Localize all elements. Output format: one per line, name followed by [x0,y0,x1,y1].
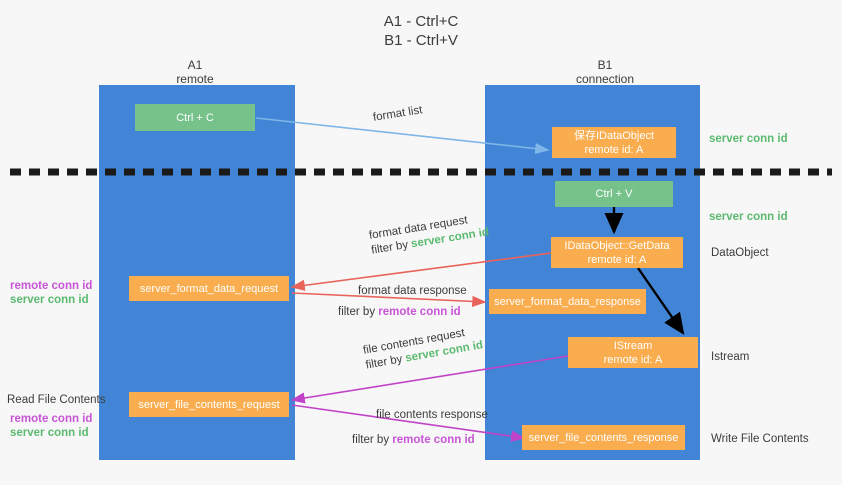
box-save-idataobject-line2: remote id: A [584,143,644,156]
box-server-file-contents-request-label: server_file_contents_request [138,398,280,411]
box-istream[interactable]: IStream remote id: A [568,337,698,368]
edge-label-file-contents-response-text: file contents response [376,409,488,421]
note-server-conn-id-1: server conn id [10,294,89,306]
edge-label-file-contents-request: file contents request filter by server c… [362,323,484,373]
column-a1-sub: remote [176,72,214,86]
column-b1-sub: connection [575,72,635,86]
box-server-format-data-response-label: server_format_data_response [494,295,641,308]
note-remote-conn-id-1: remote conn id [10,280,93,292]
box-ctrl-c[interactable]: Ctrl + C [135,104,255,131]
filter-prefix: filter by [338,306,379,318]
box-getdata-line2: remote id: A [587,253,647,266]
filter-value-remote-conn-id: remote conn id [378,306,461,318]
note-server-conn-id-2: server conn id [10,427,89,439]
column-a1-name: A1 [187,58,203,72]
title-line-1: A1 - Ctrl+C [383,13,459,30]
box-istream-line1: IStream [613,339,653,352]
box-ctrl-v-label: Ctrl + V [595,188,633,200]
page-title: A1 - Ctrl+C B1 - Ctrl+V [0,12,842,50]
box-server-file-contents-response-label: server_file_contents_response [528,431,679,444]
box-server-format-data-response[interactable]: server_format_data_response [489,289,646,314]
note-group-conn-id-2: remote conn id server conn id [10,412,92,440]
box-server-format-data-request-label: server_format_data_request [139,282,279,295]
edge-label-format-list: format list [372,103,424,126]
box-server-file-contents-request[interactable]: server_file_contents_request [129,392,289,417]
box-istream-line2: remote id: A [603,353,663,366]
box-save-idataobject[interactable]: 保存IDataObject remote id: A [552,127,676,158]
edge-label-format-data-response: format data response [358,284,467,299]
note-dataobject: DataObject [711,247,769,259]
box-server-file-contents-response[interactable]: server_file_contents_response [522,425,685,450]
box-ctrl-v[interactable]: Ctrl + V [555,181,673,207]
filter-value-remote-conn-id: remote conn id [392,434,475,446]
filter-prefix: filter by [352,434,393,446]
note-group-conn-id-1: remote conn id server conn id [10,279,92,307]
note-write-file-contents: Write File Contents [711,433,809,445]
note-istream: Istream [711,351,750,363]
edge-label-format-data-response-filter: filter by remote conn id [338,305,461,320]
title-line-2: B1 - Ctrl+V [384,32,458,49]
note-read-file-contents: Read File Contents [7,394,106,406]
edge-label-file-contents-response-filter: filter by remote conn id [352,433,475,448]
box-save-idataobject-line1: 保存IDataObject [573,129,655,142]
note-server-conn-id-top: server conn id [709,133,788,145]
box-getdata[interactable]: IDataObject::GetData remote id: A [551,237,683,268]
box-server-format-data-request[interactable]: server_format_data_request [129,276,289,301]
edge-label-file-contents-response: file contents response [376,408,488,423]
edge-label-format-data-response-text: format data response [358,285,467,297]
edge-label-format-data-request: format data request filter by server con… [368,210,490,258]
column-b1-name: B1 [597,58,613,72]
note-remote-conn-id-2: remote conn id [10,413,93,425]
note-server-conn-id-mid: server conn id [709,211,788,223]
edge-label-format-list-text: format list [372,104,424,124]
column-header-a1: A1 remote [120,58,270,86]
column-header-b1: B1 connection [530,58,680,86]
box-getdata-line1: IDataObject::GetData [564,239,670,252]
box-ctrl-c-label: Ctrl + C [176,111,214,124]
